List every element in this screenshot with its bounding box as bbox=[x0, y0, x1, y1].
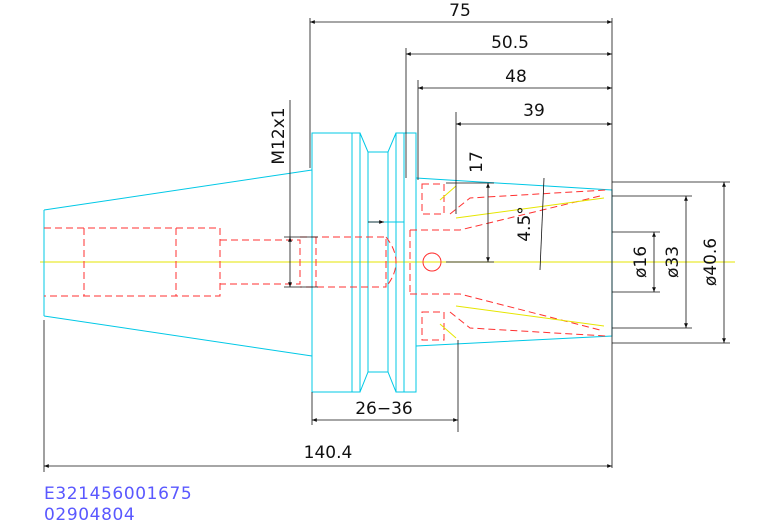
hidden-lines bbox=[44, 183, 607, 341]
dim-75: 75 bbox=[449, 1, 471, 21]
dim-39: 39 bbox=[523, 101, 545, 121]
dim-total-length: 140.4 bbox=[304, 443, 353, 463]
collet-lines bbox=[439, 185, 605, 339]
dim-dia-16: ø16 bbox=[631, 246, 651, 278]
cross-hole bbox=[422, 252, 442, 272]
dim-50-5: 50.5 bbox=[491, 33, 529, 53]
dimension-lines bbox=[44, 20, 726, 468]
part-number: E321456001675 bbox=[44, 484, 193, 504]
dim-taper-angle: 4.5° bbox=[515, 206, 535, 242]
dim-thread: M12x1 bbox=[269, 107, 289, 164]
dim-adjust-range: 26−36 bbox=[355, 399, 413, 419]
dim-48: 48 bbox=[505, 67, 527, 87]
dim-dia-40-6: ø40.6 bbox=[701, 238, 721, 286]
dim-dia-33: ø33 bbox=[663, 246, 683, 278]
dim-17: 17 bbox=[467, 151, 487, 173]
sub-code: 02904804 bbox=[44, 505, 136, 525]
